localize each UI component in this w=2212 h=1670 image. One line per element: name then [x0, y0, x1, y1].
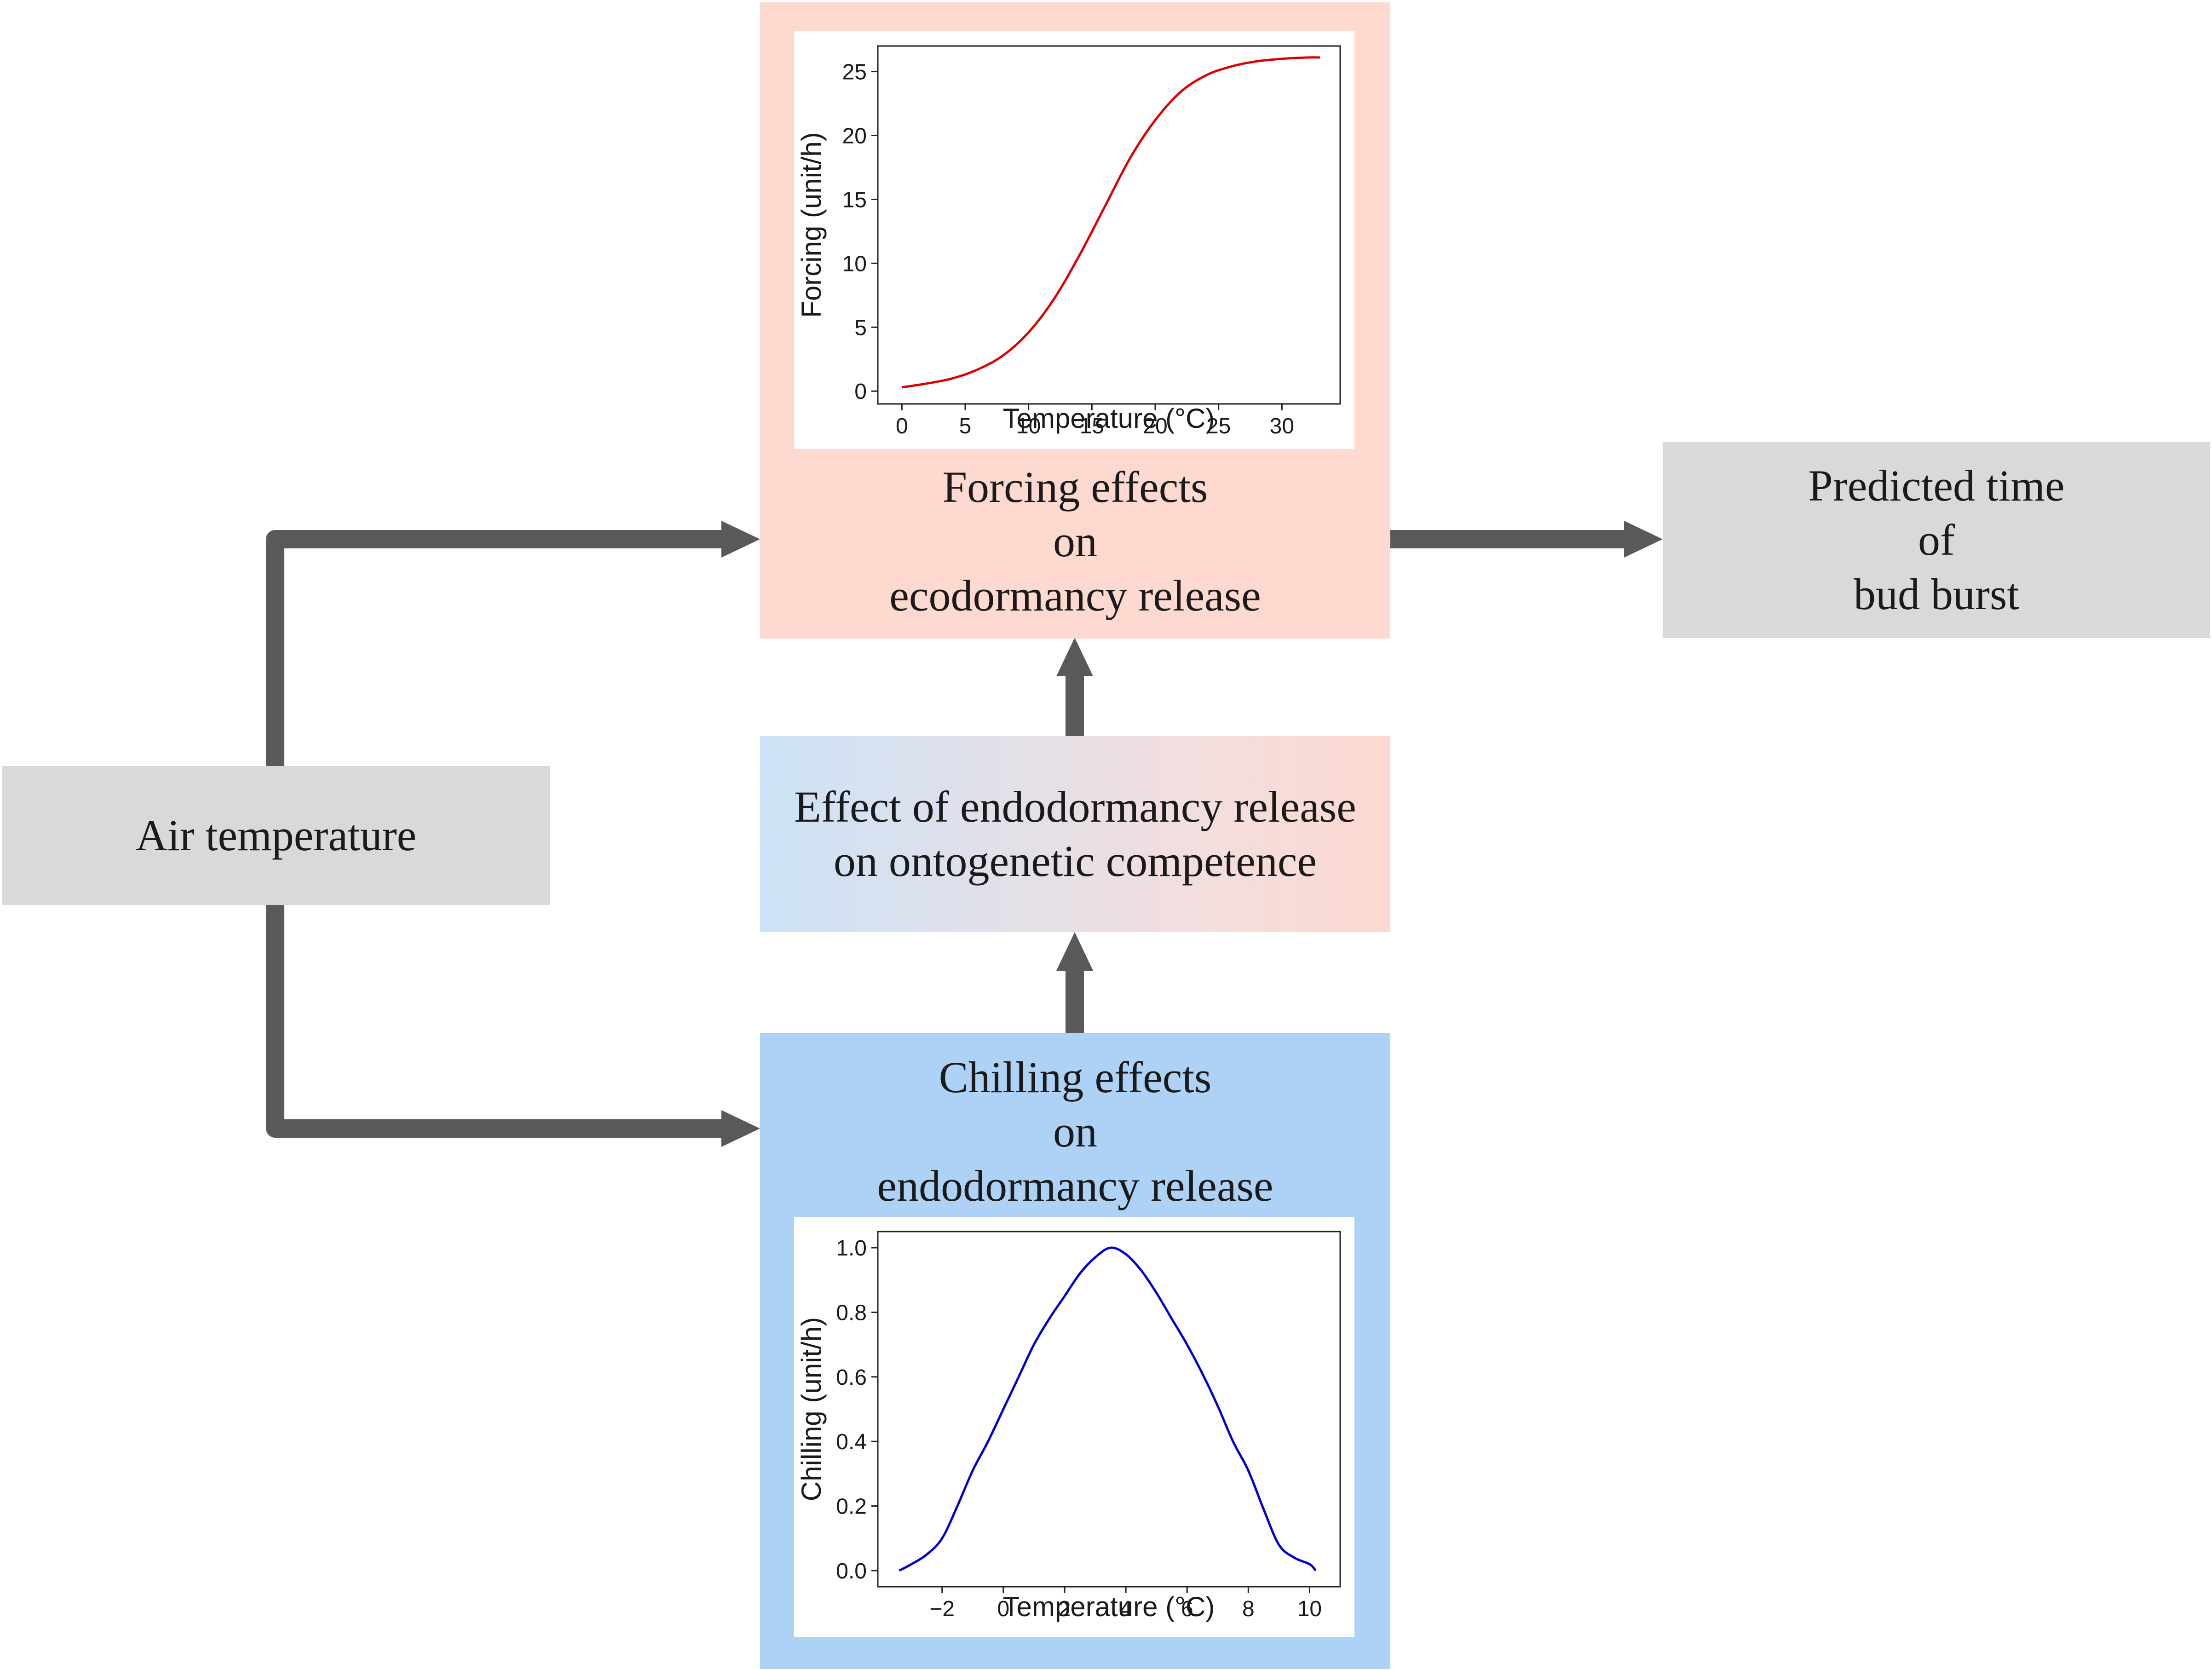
chilling-label-line-3: endodormancy release [877, 1161, 1273, 1210]
forcing-y-tick-label: 10 [842, 252, 867, 276]
forcing-chart: 0 5 10 15 20 25 30 0 5 10 15 20 25 Temperature (°C)… [796, 45, 1341, 438]
predicted-label-line-1: Predicted time [1808, 461, 2065, 510]
endo-label-line-1: Effect of endodormancy release [794, 782, 1356, 831]
chilling-x-ticks: −2 0 2 4 6 8 10 [929, 1587, 1322, 1621]
chilling-x-tick-label: 6 [1181, 1597, 1193, 1621]
arrow-air-to-chilling [266, 905, 729, 1138]
forcing-label-line-1: Forcing effects [942, 462, 1208, 512]
chilling-chart: −2 0 2 4 6 8 10 0.0 0.2 0.4 0.6 0.8 1.0 Temperature… [796, 1231, 1341, 1622]
chilling-x-axis-label: Temperature (°C) [1003, 1591, 1215, 1622]
forcing-x-tick-label: 25 [1206, 414, 1231, 438]
forcing-plot-frame [877, 45, 1341, 405]
forcing-x-axis-label: Temperature (°C) [1003, 403, 1215, 434]
chilling-y-tick-label: 1.0 [836, 1236, 867, 1261]
forcing-y-tick-label: 0 [854, 380, 867, 404]
air-temperature-label: Air temperature [135, 811, 417, 860]
chilling-y-tick-label: 0.0 [836, 1559, 867, 1584]
forcing-x-tick-label: 10 [1016, 414, 1041, 438]
chilling-x-tick-label: 4 [1120, 1597, 1132, 1621]
chilling-plot-frame [877, 1231, 1341, 1588]
forcing-chart-panel: 0 5 10 15 20 25 30 0 5 10 15 20 25 Temperature (°C)… [794, 31, 1354, 449]
arrowhead-endo [1056, 932, 1093, 971]
chilling-y-axis-label: Chilling (unit/h) [796, 1317, 827, 1501]
arrowhead-predicted [1624, 521, 1663, 558]
predicted-bud-burst-node: Predicted time of bud burst [1663, 442, 2210, 638]
arrowhead-forcing-from-endo [1056, 638, 1093, 676]
forcing-y-tick-label: 5 [854, 316, 867, 340]
chilling-y-tick-label: 0.8 [836, 1301, 867, 1325]
arrow-air-to-forcing [266, 530, 729, 766]
arrowhead-forcing [721, 521, 760, 558]
forcing-label-line-3: ecodormancy release [889, 571, 1261, 620]
forcing-curve [901, 56, 1320, 389]
arrowhead-chilling [721, 1110, 760, 1147]
forcing-x-tick-label: 30 [1270, 414, 1294, 438]
air-temperature-node: Air temperature [2, 766, 550, 905]
forcing-x-ticks: 0 5 10 15 20 25 30 [896, 404, 1294, 438]
predicted-label-line-3: bud burst [1854, 569, 2019, 619]
forcing-y-tick-label: 25 [842, 60, 867, 85]
chilling-y-tick-label: 0.4 [836, 1430, 867, 1454]
chilling-y-ticks: 0.0 0.2 0.4 0.6 0.8 1.0 [836, 1236, 878, 1584]
forcing-y-ticks: 0 5 10 15 20 25 [842, 60, 878, 404]
predicted-label-line-2: of [1918, 515, 1955, 564]
forcing-y-tick-label: 20 [842, 124, 867, 149]
chilling-label-line-1: Chilling effects [939, 1053, 1212, 1102]
chilling-label-line-2: on [1053, 1107, 1097, 1156]
forcing-x-tick-label: 20 [1143, 414, 1167, 438]
chilling-chart-panel: −2 0 2 4 6 8 10 0.0 0.2 0.4 0.6 0.8 1.0 Temperature… [794, 1217, 1354, 1637]
chilling-x-tick-label: 8 [1242, 1597, 1255, 1621]
chilling-x-tick-label: 0 [997, 1597, 1010, 1621]
forcing-label-line-2: on [1053, 517, 1097, 566]
chilling-x-tick-label: 10 [1297, 1597, 1322, 1621]
chilling-y-tick-label: 0.6 [836, 1365, 867, 1390]
chilling-x-tick-label: −2 [929, 1597, 955, 1621]
forcing-y-axis-label: Forcing (unit/h) [796, 132, 827, 317]
forcing-y-tick-label: 15 [842, 188, 867, 212]
chilling-y-tick-label: 0.2 [836, 1495, 867, 1519]
endo-label-line-2: on ontogenetic competence [833, 836, 1317, 886]
forcing-x-tick-label: 0 [896, 414, 908, 438]
chilling-curve [899, 1246, 1317, 1572]
endodormancy-effect-node: Effect of endodormancy release on ontoge… [760, 736, 1390, 932]
chilling-x-tick-label: 2 [1059, 1597, 1071, 1621]
forcing-x-tick-label: 5 [959, 414, 972, 438]
forcing-x-tick-label: 15 [1080, 414, 1104, 438]
